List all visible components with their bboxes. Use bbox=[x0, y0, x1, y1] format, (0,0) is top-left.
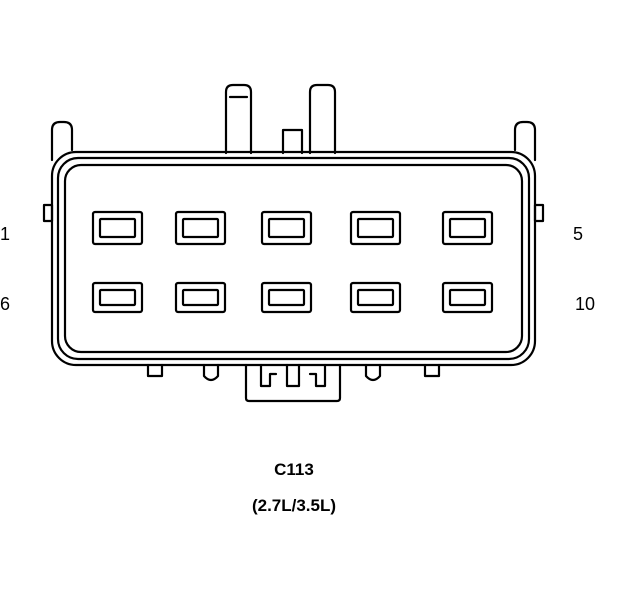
pin-contact bbox=[267, 288, 306, 307]
pin-row-top bbox=[91, 210, 494, 246]
top-center-tab bbox=[281, 128, 304, 155]
pin-cavity bbox=[260, 281, 313, 314]
bottom-lock-clip bbox=[244, 363, 342, 403]
pin-cavity bbox=[349, 281, 402, 314]
right-side-nub bbox=[533, 203, 545, 223]
pin-contact bbox=[181, 217, 220, 239]
pin-cavity bbox=[174, 281, 227, 314]
bottom-tab-left-round bbox=[202, 363, 220, 382]
bottom-lock-hook-left bbox=[259, 363, 278, 388]
bottom-tab-left-square bbox=[146, 363, 164, 378]
pin-cavity bbox=[91, 210, 144, 246]
pin-label-5: 5 bbox=[573, 224, 584, 244]
bottom-tab-right-round bbox=[364, 363, 382, 382]
connector-id: C113 bbox=[274, 460, 314, 479]
pin-contact bbox=[448, 288, 487, 307]
pin-cavity bbox=[91, 281, 144, 314]
pin-cavity bbox=[260, 210, 313, 246]
connector-variant: (2.7L/3.5L) bbox=[251, 496, 337, 515]
pin-label-10: 10 bbox=[575, 294, 596, 314]
bottom-tab-right-square bbox=[423, 363, 441, 378]
bottom-lock-hook-right bbox=[308, 363, 327, 388]
pin-contact bbox=[448, 217, 487, 239]
pin-contact bbox=[356, 217, 395, 239]
pin-row-bottom bbox=[91, 281, 494, 314]
right-side-post bbox=[513, 120, 537, 162]
bottom-lock-center bbox=[285, 363, 301, 388]
pin-cavity bbox=[441, 281, 494, 314]
pin-contact bbox=[181, 288, 220, 307]
pin-contact bbox=[98, 288, 137, 307]
pin-cavity bbox=[441, 210, 494, 246]
connector-housing-outer bbox=[50, 150, 537, 367]
pin-label-1: 1 bbox=[0, 224, 11, 244]
pin-cavity bbox=[349, 210, 402, 246]
left-side-post bbox=[50, 120, 74, 162]
pin-cavity bbox=[174, 210, 227, 246]
left-side-nub bbox=[42, 203, 54, 223]
connector-housing-mid bbox=[56, 156, 531, 361]
top-latch-left bbox=[224, 83, 253, 155]
connector-housing-inner bbox=[63, 163, 524, 354]
pin-contact bbox=[356, 288, 395, 307]
pin-contact bbox=[267, 217, 306, 239]
pin-contact bbox=[98, 217, 137, 239]
top-latch-right bbox=[308, 83, 337, 155]
pin-label-6: 6 bbox=[0, 294, 11, 314]
